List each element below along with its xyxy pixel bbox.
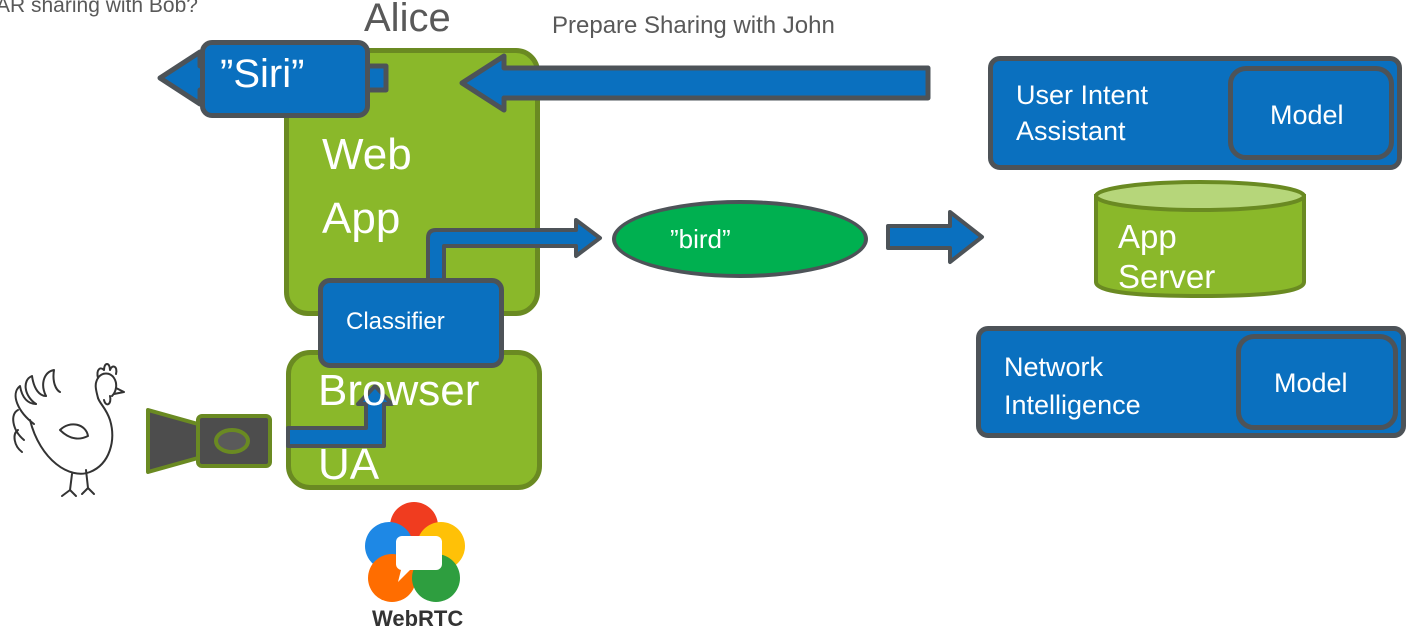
model-box-1 — [1228, 66, 1394, 160]
network-label-line2: Intelligence — [1004, 390, 1141, 420]
model-label-2: Model — [1274, 368, 1348, 398]
web-app-label-line1: Web — [322, 130, 412, 179]
classifier-to-bird-arrow — [426, 218, 602, 294]
user-intent-label-line2: Assistant — [1016, 116, 1126, 146]
siri-label: ”Siri” — [220, 52, 305, 96]
user-intent-label-line1: User Intent — [1016, 80, 1149, 110]
classifier-box — [318, 278, 504, 368]
webrtc-label: WebRTC — [372, 606, 464, 631]
web-app-label-line2: App — [322, 194, 401, 243]
top-left-question-text: AR sharing with Bob? — [0, 0, 198, 17]
browser-label-line1: Browser — [318, 366, 480, 415]
bird-to-server-arrow — [886, 210, 984, 264]
siri-box — [200, 40, 370, 118]
model-label-1: Model — [1270, 100, 1344, 130]
alice-label: Alice — [364, 0, 451, 40]
model-box-2 — [1236, 334, 1398, 430]
bird-label: ”bird” — [670, 224, 731, 254]
classifier-label: Classifier — [346, 308, 445, 335]
prepare-sharing-arrow — [459, 53, 931, 113]
network-label-line1: Network — [1004, 352, 1104, 382]
camera-to-classifier-arrow — [286, 384, 394, 448]
app-server-label-line1: App — [1118, 218, 1177, 255]
browser-label-line2: UA — [318, 440, 380, 489]
prepare-sharing-label: Prepare Sharing with John — [552, 12, 835, 39]
app-server-label-line2: Server — [1118, 258, 1216, 295]
bird-ellipse — [612, 200, 868, 278]
